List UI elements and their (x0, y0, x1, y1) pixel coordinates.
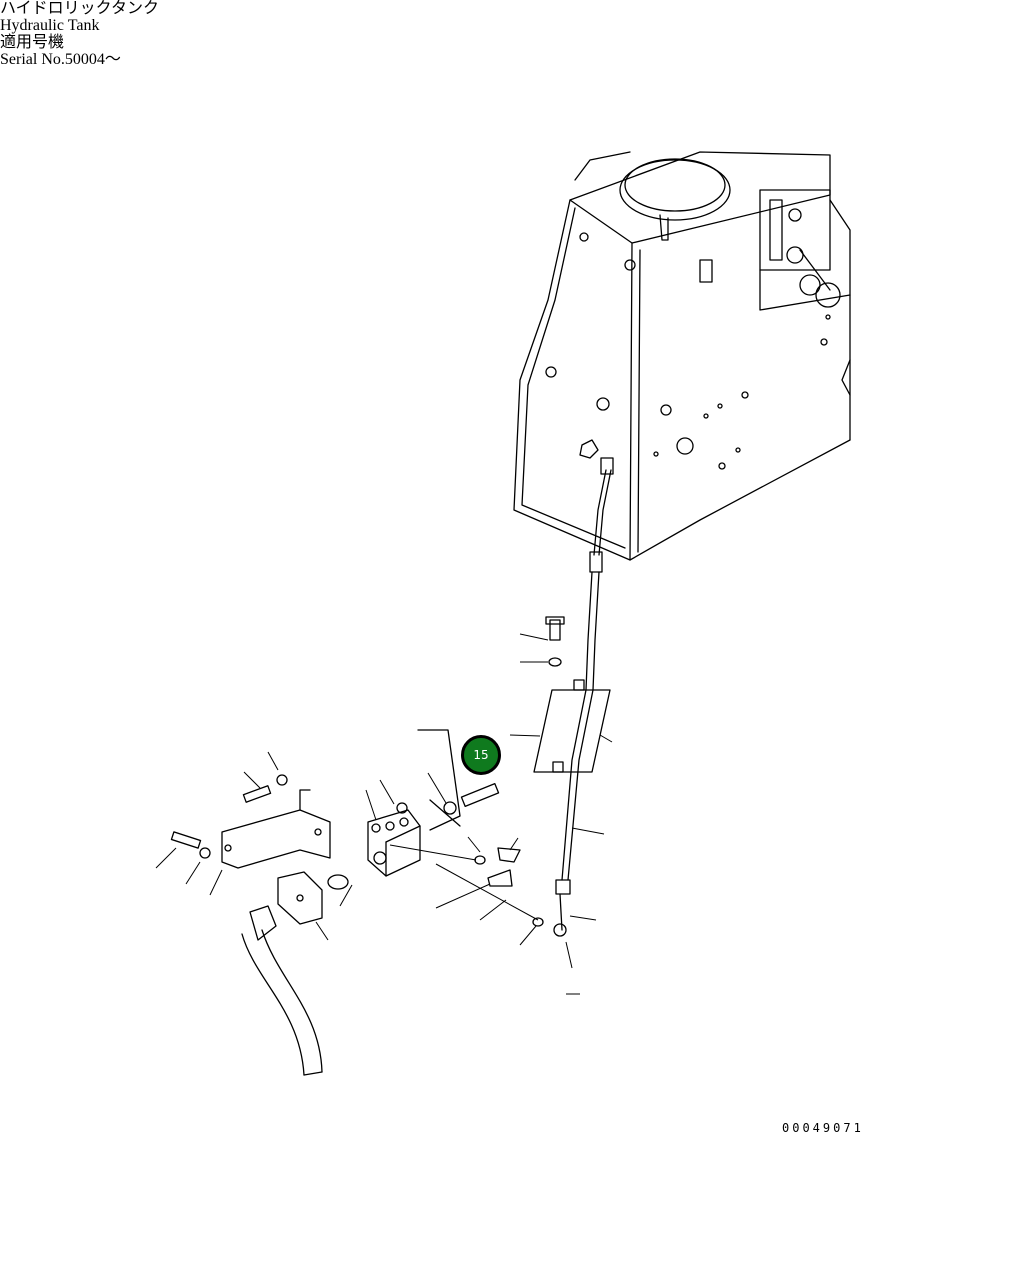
hydraulic-tank-label: ハイドロリックタンク Hydraulic Tank (0, 0, 1009, 34)
tank-label-jp: ハイドロリックタンク (0, 0, 160, 17)
serial-label-jp: 適用号機 (0, 34, 65, 51)
tank-label-en: Hydraulic Tank (0, 17, 100, 34)
drawing-number: 00049071 (782, 1121, 864, 1135)
mounting-bracket (170, 774, 331, 1076)
valve-block (327, 729, 544, 927)
serial-number-label: 適用号機 Serial No.50004～ (0, 34, 1009, 68)
part-callout-badge[interactable]: 15 (461, 735, 501, 775)
hydraulic-tank (513, 151, 851, 561)
hydraulic-hose (553, 457, 614, 937)
serial-label-en: Serial No.50004～ (0, 51, 121, 68)
leader-lines (155, 633, 613, 995)
hose-clamp (533, 616, 611, 773)
